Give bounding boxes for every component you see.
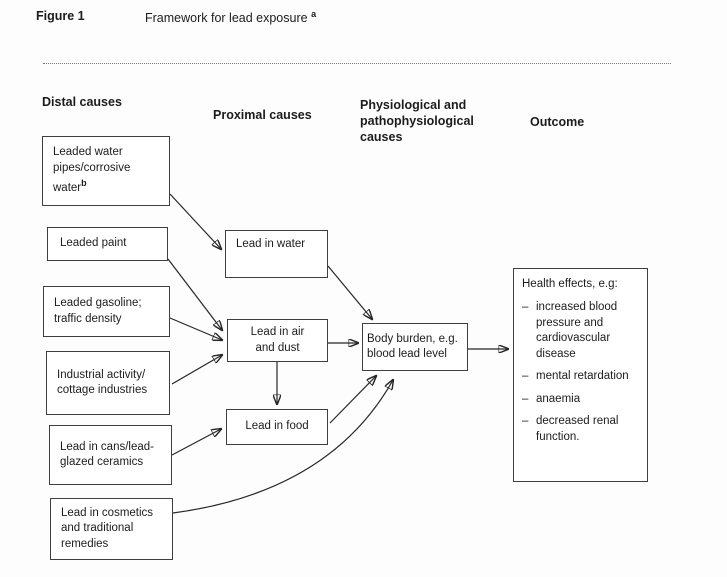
health-effects-item: – decreased renal function. bbox=[522, 414, 639, 445]
node-superscript: b bbox=[81, 178, 87, 189]
node-label: Lead in air and dust bbox=[250, 326, 305, 354]
column-header-distal-causes: Distal causes bbox=[42, 95, 122, 109]
node-label: Lead in water bbox=[236, 238, 306, 250]
node-lead-in-food: Lead in food bbox=[226, 409, 328, 445]
edge-gasoline-to-lead-in-air bbox=[169, 317, 222, 340]
node-label: Leaded water pipes/corrosive waterb bbox=[53, 146, 131, 195]
node-leaded-gasoline: Leaded gasoline; traffic density bbox=[43, 286, 170, 337]
node-label: Lead in cosmetics and traditional remedi… bbox=[61, 506, 154, 550]
edge-lead-in-water-to-body-burden bbox=[327, 265, 372, 319]
figure-label: Figure 1 bbox=[36, 9, 85, 23]
node-body-burden: Body burden, e.g. blood lead level bbox=[362, 323, 468, 371]
health-effects-item: – anaemia bbox=[522, 392, 639, 408]
figure-title-text: Framework for lead exposure bbox=[145, 11, 308, 26]
health-effects-item-text: anaemia bbox=[536, 392, 581, 405]
health-effects-item-text: mental retardation bbox=[536, 370, 629, 382]
dash-bullet: – bbox=[522, 415, 529, 427]
node-label: Lead in cans/lead- glazed ceramics bbox=[60, 440, 154, 469]
health-effects-heading: Health effects, e.g: bbox=[522, 278, 618, 290]
column-header-outcome: Outcome bbox=[530, 115, 585, 129]
figure-title-superscript: a bbox=[311, 9, 317, 19]
dash-bullet: – bbox=[522, 392, 529, 405]
node-label: Body burden, e.g. blood lead level bbox=[367, 332, 458, 361]
column-header-proximal-causes: Proximal causes bbox=[213, 108, 312, 122]
node-lead-in-air-and-dust: Lead in air and dust bbox=[227, 319, 328, 362]
node-industrial-activity: Industrial activity/ cottage industries bbox=[46, 351, 170, 415]
node-health-effects: Health effects, e.g: – increased blood p… bbox=[513, 268, 648, 482]
edge-lead-in-food-to-body-burden bbox=[329, 376, 376, 424]
node-label: Industrial activity/ cottage industries bbox=[57, 368, 148, 397]
edge-pipes-to-lead-in-water bbox=[169, 193, 221, 249]
node-leaded-water-pipes: Leaded water pipes/corrosive waterb bbox=[42, 136, 170, 206]
dash-bullet: – bbox=[522, 370, 529, 382]
node-lead-in-cosmetics: Lead in cosmetics and traditional remedi… bbox=[50, 498, 173, 560]
figure-title: Framework for lead exposure a bbox=[145, 9, 316, 25]
dash-bullet: – bbox=[522, 301, 529, 313]
node-label: Leaded paint bbox=[60, 237, 127, 250]
node-label: Leaded gasoline; traffic density bbox=[54, 297, 142, 325]
health-effects-item: – increased blood pressure and cardiovas… bbox=[522, 300, 639, 362]
edge-cosmetics-to-body-burden bbox=[172, 380, 393, 514]
column-header-physiological-causes: Physiological and pathophysiological cau… bbox=[360, 98, 474, 144]
node-label: Lead in food bbox=[245, 420, 309, 433]
edge-paint-to-lead-in-air bbox=[167, 258, 222, 330]
health-effects-item-text: decreased renal function. bbox=[536, 415, 619, 443]
node-lead-in-water: Lead in water bbox=[225, 230, 328, 278]
divider-line bbox=[43, 63, 671, 64]
health-effects-item: – mental retardation bbox=[522, 369, 639, 385]
edge-industrial-to-lead-in-air bbox=[171, 355, 222, 385]
node-leaded-paint: Leaded paint bbox=[47, 227, 168, 261]
health-effects-item-text: increased blood pressure and cardiovascu… bbox=[536, 301, 618, 360]
edge-cans-to-lead-in-food bbox=[171, 429, 221, 456]
node-lead-in-cans: Lead in cans/lead- glazed ceramics bbox=[49, 425, 172, 485]
